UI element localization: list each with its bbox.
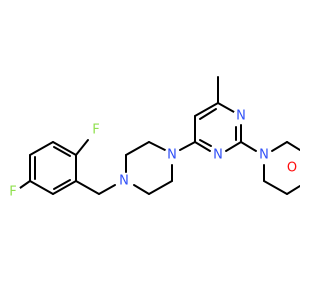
pyrimidine-n1-label: N bbox=[236, 109, 246, 124]
morpholine-n-label: N bbox=[259, 148, 269, 163]
pyrimidine-bond bbox=[217, 102, 235, 113]
fluorine-meta-label: F bbox=[9, 185, 16, 200]
piperazine-bond bbox=[125, 141, 150, 156]
atom-labels: F F N N N N N O bbox=[5, 108, 300, 200]
aryl-double-bond bbox=[53, 179, 71, 190]
fluorine-ortho-label: F bbox=[92, 123, 99, 138]
piperazine-bond bbox=[133, 184, 150, 195]
aryl-bond bbox=[29, 141, 54, 156]
molecule-structure: F F N N N N N O bbox=[5, 76, 300, 200]
pyrimidine-n3-label: N bbox=[213, 148, 223, 163]
c-n-morpholine-bond bbox=[240, 141, 257, 152]
aryl-bond bbox=[29, 180, 54, 195]
pyrimidine-bond bbox=[194, 102, 219, 117]
benzyl-bond bbox=[98, 184, 116, 195]
piperazine-n-aryl-label: N bbox=[167, 148, 177, 163]
c-f-bond bbox=[19, 180, 31, 189]
pyrimidine-double-bond bbox=[199, 139, 212, 147]
c-f-bond bbox=[75, 139, 89, 156]
bond-lines bbox=[19, 76, 300, 195]
piperazine-bond bbox=[148, 141, 166, 151]
morpholine-bond bbox=[271, 141, 288, 152]
morpholine-o-label: O bbox=[287, 161, 297, 176]
aryl-bond bbox=[52, 180, 77, 195]
aryl-double-bond bbox=[53, 146, 71, 157]
pyrimidine-bond bbox=[194, 141, 211, 152]
morpholine-bond bbox=[286, 185, 300, 195]
aryl-bond bbox=[52, 141, 77, 156]
piperazine-bond bbox=[148, 180, 173, 195]
pyrimidine-double-bond bbox=[199, 108, 217, 120]
piperazine-n-benzyl-label: N bbox=[119, 174, 129, 189]
morpholine-bond bbox=[286, 141, 300, 151]
morpholine-bond bbox=[263, 180, 288, 195]
benzyl-bond bbox=[75, 180, 100, 195]
n-aryl-bond bbox=[179, 141, 196, 151]
pyrimidine-bond bbox=[225, 141, 242, 152]
